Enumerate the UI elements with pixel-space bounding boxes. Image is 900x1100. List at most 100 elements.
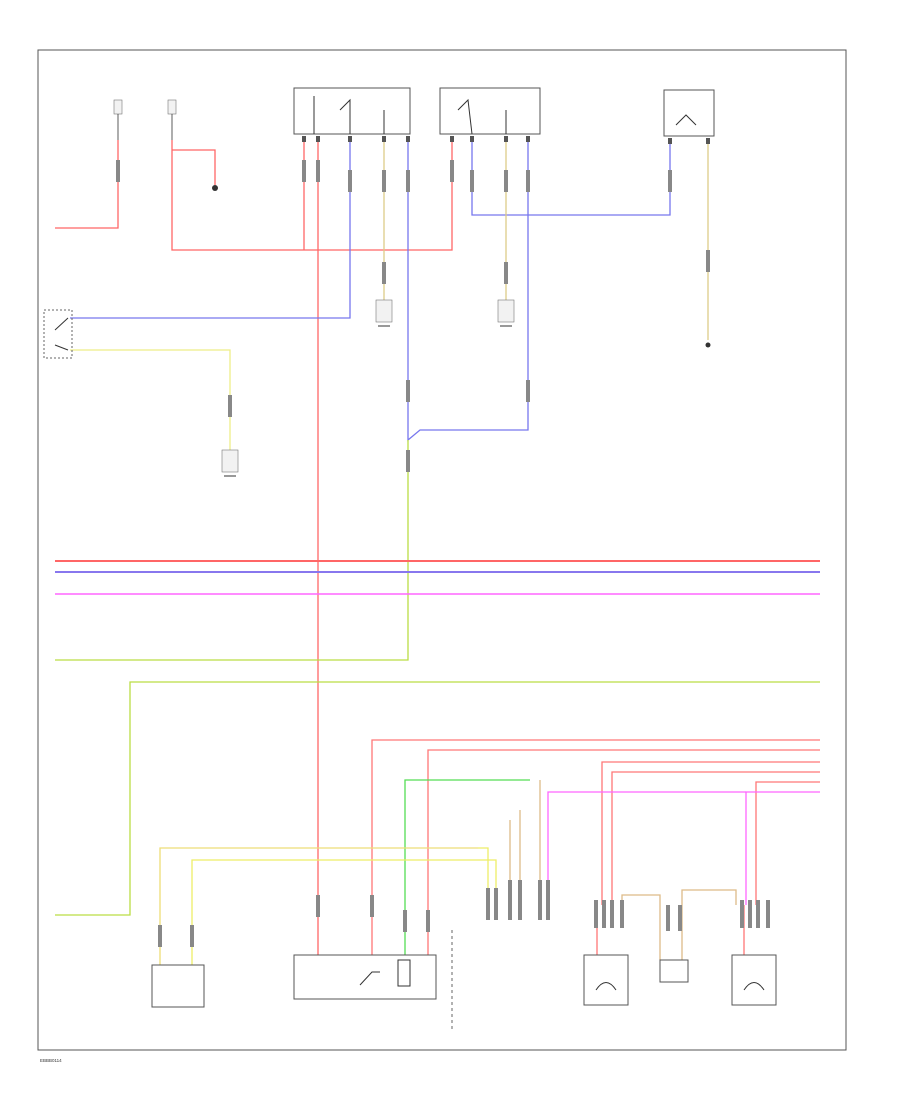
fuse-icon xyxy=(167,99,177,115)
connector-icon xyxy=(494,888,498,920)
ground-connector-icon xyxy=(221,449,239,473)
ground-4 xyxy=(221,449,239,477)
pin-icon xyxy=(706,138,710,144)
connector-icon xyxy=(518,880,522,920)
connector-icon xyxy=(406,170,410,192)
connector-icon xyxy=(538,880,542,920)
pin-icon xyxy=(348,136,352,142)
relay-1-switch-icon xyxy=(339,98,351,134)
wire-feed-5 xyxy=(755,781,820,905)
connector-icon xyxy=(668,170,672,192)
ground-terminal-icon xyxy=(705,342,711,348)
wire-yellow-ignition-ground xyxy=(70,349,231,450)
connector-icon xyxy=(116,160,120,182)
temp-sensor xyxy=(151,964,205,1008)
connector-icon xyxy=(610,900,614,928)
connector-icon xyxy=(382,262,386,284)
wire-feed-3 xyxy=(601,761,820,905)
connector-icon xyxy=(370,895,374,917)
ignition-switch-icon xyxy=(54,344,69,351)
connector-icon xyxy=(486,888,490,920)
inline-connectors xyxy=(116,160,710,947)
wire-tan-blower-2 xyxy=(681,889,737,960)
connector-icon xyxy=(508,880,512,920)
wire-feed-2 xyxy=(427,749,820,960)
pin-icon xyxy=(668,138,672,144)
pin-icon xyxy=(470,136,474,142)
motor-right-body xyxy=(731,954,777,1006)
connector-icon xyxy=(302,160,306,182)
ac-relay-switch-icon xyxy=(359,971,380,986)
relay-2-body xyxy=(439,87,541,135)
motor-right-icon xyxy=(743,982,765,991)
relay-2 xyxy=(439,87,541,135)
motor-left-icon xyxy=(595,982,617,991)
connector-icon xyxy=(620,900,624,928)
control-unit-pins xyxy=(486,880,550,920)
relay-1 xyxy=(293,87,411,135)
pin-icon xyxy=(450,136,454,142)
pin-icon xyxy=(504,136,508,142)
pin-icon xyxy=(382,136,386,142)
wire-feed-6 xyxy=(745,791,820,905)
relay-pins xyxy=(302,136,710,144)
wire-yellow-temp-3 xyxy=(478,847,489,905)
motor-left-body xyxy=(583,954,629,1006)
connector-icon xyxy=(316,895,320,917)
connector-icon xyxy=(706,250,710,272)
relay-2-switch-icon xyxy=(457,98,473,135)
ignition-switch xyxy=(43,309,73,359)
connector-icon xyxy=(190,925,194,947)
sensor-middle xyxy=(659,905,689,983)
ground-2 xyxy=(497,299,515,327)
wire-red-fuse-right xyxy=(171,140,453,251)
ac-relay xyxy=(293,954,437,1000)
ac-relay-body xyxy=(293,954,437,1000)
connector-icon xyxy=(748,900,752,928)
connector-icon xyxy=(594,900,598,928)
ground-3 xyxy=(705,342,711,348)
wire-red-fuse-branch xyxy=(172,149,216,185)
ignition-switch-icon xyxy=(54,317,69,331)
sensor-middle-body xyxy=(659,959,689,983)
connector-icon xyxy=(316,160,320,182)
wires xyxy=(55,140,820,965)
wire-yellowgreen-bus xyxy=(55,681,820,916)
ignition-switch-body xyxy=(43,309,73,359)
wire-feed-7 xyxy=(547,791,746,905)
connector-icon xyxy=(228,395,232,417)
connector-icon xyxy=(426,910,430,932)
diagram-frame xyxy=(37,49,847,1051)
connector-icon xyxy=(158,925,162,947)
connector-icon xyxy=(740,900,744,928)
connector-icon xyxy=(504,262,508,284)
connector-icon xyxy=(602,900,606,928)
wire-blue-relay-link xyxy=(471,140,671,216)
relay-3-switch-icon xyxy=(675,114,697,126)
wire-yellow-temp-2 xyxy=(191,859,497,965)
page-id: EBBB0114 xyxy=(40,1058,62,1063)
ground-terminal-icon xyxy=(212,185,218,191)
connector-icon xyxy=(666,905,670,931)
pin-icon xyxy=(302,136,306,142)
connector-icon xyxy=(526,170,530,192)
connector-icon xyxy=(403,910,407,932)
connector-icon xyxy=(766,900,770,928)
pin-icon xyxy=(526,136,530,142)
motor-right xyxy=(731,900,777,1006)
wire-tan-blower-1 xyxy=(621,894,661,960)
pin-icon xyxy=(316,136,320,142)
connector-icon xyxy=(526,380,530,402)
connector-icon xyxy=(470,170,474,192)
wire-feed-1 xyxy=(371,739,820,960)
ground-1 xyxy=(375,299,393,327)
connector-icon xyxy=(504,170,508,192)
pin-icon xyxy=(406,136,410,142)
connector-icon xyxy=(546,880,550,920)
wire-yellowgreen-splice xyxy=(55,440,409,661)
wire-blue-ignition xyxy=(70,140,351,319)
connector-icon xyxy=(406,380,410,402)
connector-icon xyxy=(678,905,682,931)
ground-pin-top xyxy=(212,185,218,191)
